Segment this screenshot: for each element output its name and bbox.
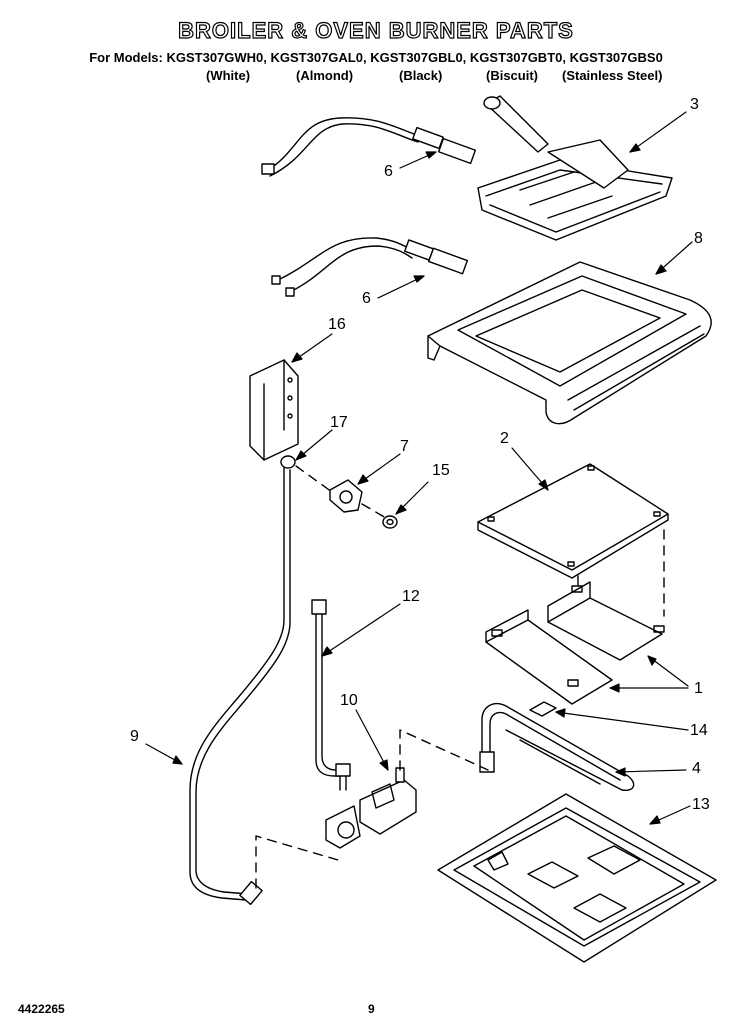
callout-1: 1 — [694, 680, 703, 697]
callout-10: 10 — [340, 692, 358, 709]
assembly-lines — [255, 465, 665, 889]
bracket-part-16 — [249, 359, 299, 461]
callout-16: 16 — [328, 316, 346, 333]
document-number: 4422265 — [18, 1002, 65, 1016]
finish-white: (White) — [206, 68, 251, 83]
callout-15: 15 — [432, 462, 450, 479]
finish-almond: (Almond) — [296, 68, 354, 83]
callout-8: 8 — [694, 230, 703, 247]
page-title: BROILER & OVEN BURNER PARTS — [178, 17, 574, 43]
shield-plate-part-2 — [477, 463, 669, 579]
callout-9: 9 — [130, 728, 139, 745]
safety-valve-part-10 — [325, 767, 417, 849]
model-list: For Models: KGST307GWH0, KGST307GAL0, KG… — [89, 50, 663, 65]
finish-black: (Black) — [399, 68, 443, 83]
leader-lines — [145, 111, 693, 825]
igniter-lower-part-6 — [271, 237, 469, 297]
igniter-upper-part-6 — [261, 117, 477, 177]
callout-13: 13 — [692, 796, 710, 813]
oven-burner-part-4 — [479, 702, 635, 791]
callout-14: 14 — [690, 722, 708, 739]
small-bracket-part-14 — [529, 701, 557, 717]
supply-tube-part-12 — [311, 599, 351, 791]
callout-4: 4 — [692, 760, 701, 777]
broiler-shield-part-8 — [427, 261, 712, 425]
callout-17: 17 — [330, 414, 348, 431]
broiler-pan-part-13 — [437, 793, 717, 963]
nut-part-15 — [382, 515, 398, 529]
gas-tube-part-9 — [189, 467, 291, 906]
finish-list: (White) (Almond) (Black) (Biscuit) (Stai… — [0, 68, 752, 84]
page-number: 9 — [368, 1002, 375, 1016]
fitting-part-17 — [280, 455, 296, 469]
mounting-bracket-part-1 — [485, 581, 665, 705]
clip-part-7 — [329, 479, 363, 513]
callout-3: 3 — [690, 96, 699, 113]
finish-biscuit: (Biscuit) — [486, 68, 538, 83]
finish-stainless-steel: (Stainless Steel) — [562, 68, 663, 83]
broiler-burner-part-3 — [477, 95, 673, 241]
callout-12: 12 — [402, 588, 420, 605]
callout-6-upper: 6 — [384, 163, 393, 180]
callout-2: 2 — [500, 430, 509, 447]
callout-7: 7 — [400, 438, 409, 455]
callout-6-lower: 6 — [362, 290, 371, 307]
